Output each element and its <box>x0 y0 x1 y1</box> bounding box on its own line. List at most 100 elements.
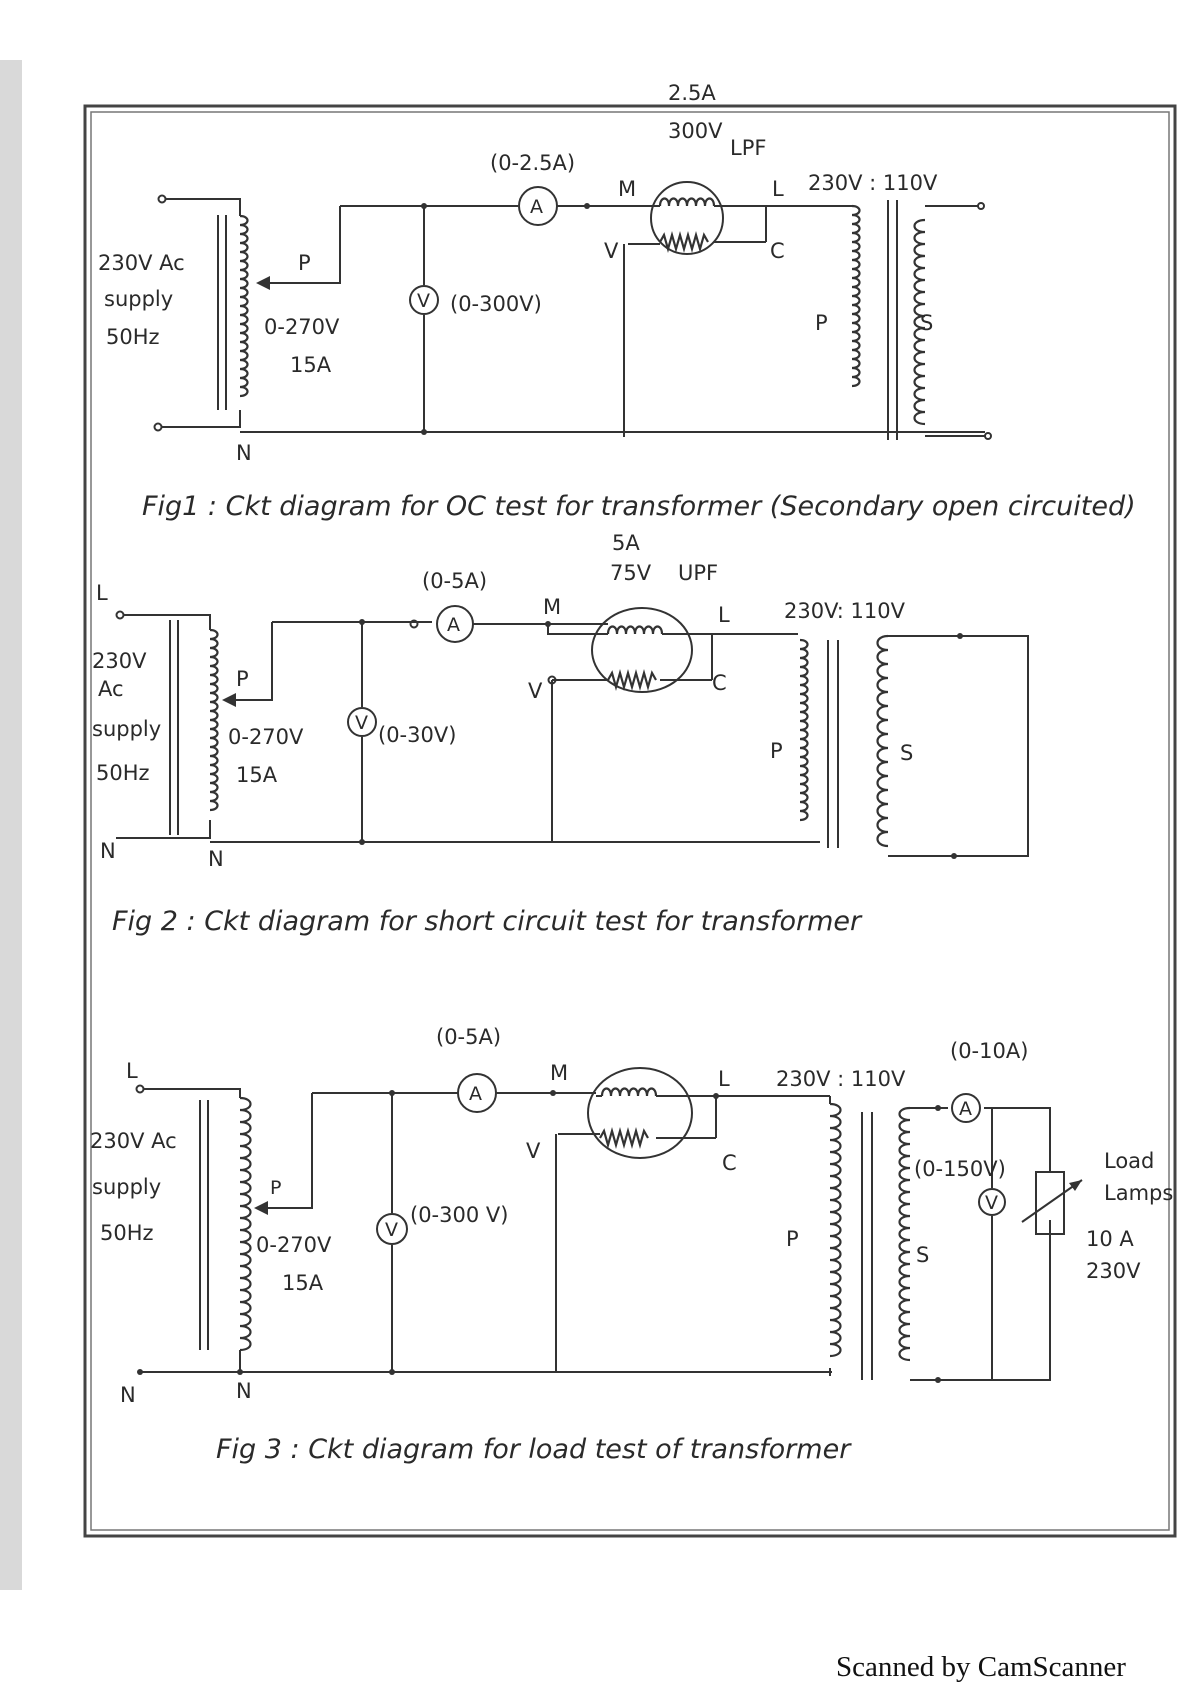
fig1-wattmeter-voltage-rating: 300V <box>668 119 723 143</box>
fig3-node-5 <box>935 1105 941 1111</box>
fig1-ammeter-range: (0-2.5A) <box>490 151 575 175</box>
page-border-inner <box>90 111 1170 1531</box>
fig1-auto-current: 15A <box>290 353 332 377</box>
fig2-supply-line-4: 50Hz <box>96 761 150 785</box>
fig1-auto-winding <box>238 214 249 398</box>
page-bottom-margin <box>0 1590 1200 1698</box>
fig1-terminal-v: V <box>604 239 619 263</box>
fig3-tap-wire <box>266 1093 313 1209</box>
fig3-load-ammeter-letter: A <box>959 1098 972 1120</box>
fig3-ammeter-letter: A <box>469 1083 482 1105</box>
fig3-supply-line-1: 230V Ac <box>90 1129 177 1153</box>
fig2-wattmeter-current-rating: 5A <box>612 531 640 555</box>
fig3-voltmeter-letter: V <box>385 1219 398 1241</box>
fig2-caption: Fig 2 : Ckt diagram for short circuit te… <box>112 906 863 937</box>
fig1-circuit: 230V Ac supply 50Hz P 0-270V 15A N V (0-… <box>98 81 1136 522</box>
fig1-tap-label: P <box>298 251 311 275</box>
fig2-auto-winding <box>208 628 219 812</box>
fig3-secondary-label: S <box>916 1243 929 1267</box>
fig2-primary-winding <box>798 638 809 822</box>
fig3-load-ammeter-range: (0-10A) <box>950 1039 1028 1063</box>
fig1-ammeter-letter: A <box>530 196 543 218</box>
fig3-wattmeter-pressure-coil <box>598 1129 650 1147</box>
fig1-secondary-label: S <box>920 311 933 335</box>
fig2-supply-line-3: supply <box>92 717 161 741</box>
camscanner-watermark: Scanned by CamScanner <box>836 1651 1126 1683</box>
fig3-auto-current: 15A <box>282 1271 324 1295</box>
fig1-supply-wire-top <box>166 198 241 216</box>
fig2-terminal-m: M <box>543 595 561 619</box>
fig3-supply-wire-top <box>144 1088 241 1098</box>
fig3-node-2 <box>389 1369 395 1375</box>
fig3-load-voltmeter-symbol <box>978 1188 1006 1216</box>
fig2-wattmeter-wires <box>547 624 713 842</box>
fig1-wattmeter-current-rating: 2.5A <box>668 81 716 105</box>
fig1-terminal-l: L <box>772 177 784 201</box>
fig3-tap-label: P <box>270 1177 281 1199</box>
fig3-voltmeter-symbol <box>376 1213 408 1245</box>
fig3-node-1 <box>389 1090 395 1096</box>
fig1-secondary-winding <box>913 218 926 426</box>
fig2-supply-line-2: Ac <box>98 677 124 701</box>
fig3-load-voltage: 230V <box>1086 1259 1141 1283</box>
fig2-node-1 <box>359 619 365 625</box>
fig1-wattmeter-body <box>650 181 724 255</box>
fig3-load-name-1: Load <box>1104 1149 1154 1173</box>
fig2-supply-line-1: 230V <box>92 649 147 673</box>
fig1-supply-terminal-bottom <box>153 422 163 432</box>
fig3-neutral-label: N <box>236 1379 252 1403</box>
fig1-voltmeter-letter: V <box>417 290 430 312</box>
fig2-tap-arrow-icon <box>222 693 236 707</box>
fig2-auto-range: 0-270V <box>228 725 304 749</box>
fig3-terminal-l: L <box>718 1067 730 1091</box>
fig2-neutral-label: N <box>208 847 224 871</box>
fig1-supply-line-2: supply <box>104 287 173 311</box>
fig3-load-lamp <box>1035 1171 1065 1235</box>
fig3-node-3 <box>550 1090 556 1096</box>
fig2-node-3 <box>409 619 419 629</box>
fig2-supply-wire-top <box>124 614 211 630</box>
fig1-supply-line-1: 230V Ac <box>98 251 185 275</box>
fig2-supply-terminal-top <box>115 610 125 620</box>
fig1-node-3 <box>584 203 590 209</box>
fig2-primary-label: P <box>770 739 783 763</box>
fig1-secondary-terminal-bottom <box>984 432 992 440</box>
fig2-voltmeter-symbol <box>347 707 377 737</box>
fig3-load-voltmeter-range: (0-150V) <box>914 1157 1006 1181</box>
fig1-secondary-terminal-top <box>977 202 985 210</box>
fig3-wattmeter-body <box>587 1067 693 1159</box>
fig3-load-voltmeter-letter: V <box>985 1192 998 1214</box>
fig1-voltmeter-range: (0-300V) <box>450 292 542 316</box>
fig1-primary-winding <box>850 204 861 388</box>
fig3-load-current: 10 A <box>1086 1227 1134 1251</box>
page-border <box>83 104 1177 1538</box>
fig2-terminal-v-node <box>547 675 557 685</box>
fig2-ammeter-letter: A <box>447 614 460 636</box>
fig3-node-n-left <box>137 1369 143 1375</box>
binding-shadow <box>0 60 22 1590</box>
fig3-line-label: L <box>126 1059 138 1083</box>
fig1-terminal-c: C <box>770 239 785 263</box>
fig3-secondary-winding <box>898 1106 911 1362</box>
fig2-circuit: L N 230V Ac supply 50Hz P 0-270V 15A N V… <box>92 531 1029 937</box>
fig3-terminal-v: V <box>526 1139 541 1163</box>
fig2-terminal-c: C <box>712 671 727 695</box>
fig1-wattmeter-current-coil <box>658 197 716 208</box>
fig2-terminal-l: L <box>718 603 730 627</box>
fig3-supply-terminal-top <box>135 1084 145 1094</box>
fig3-wattmeter-current-coil <box>600 1087 658 1098</box>
fig3-turns-ratio: 230V : 110V <box>776 1067 906 1091</box>
fig3-voltmeter-range: (0-300 V) <box>410 1203 508 1227</box>
fig3-terminal-m: M <box>550 1061 568 1085</box>
fig2-turns-ratio: 230V: 110V <box>784 599 906 623</box>
fig1-wattmeter-pressure-coil <box>658 233 710 251</box>
fig2-voltmeter-range: (0-30V) <box>378 723 456 747</box>
fig3-load-arrow-icon <box>1069 1180 1082 1191</box>
fig2-tap-label: P <box>236 667 249 691</box>
fig3-caption: Fig 3 : Ckt diagram for load test of tra… <box>216 1434 852 1465</box>
fig2-auto-current: 15A <box>236 763 278 787</box>
fig2-supply-wire-bottom <box>116 820 211 839</box>
fig1-primary-label: P <box>815 311 828 335</box>
fig3-tap-arrow-icon <box>254 1201 268 1215</box>
